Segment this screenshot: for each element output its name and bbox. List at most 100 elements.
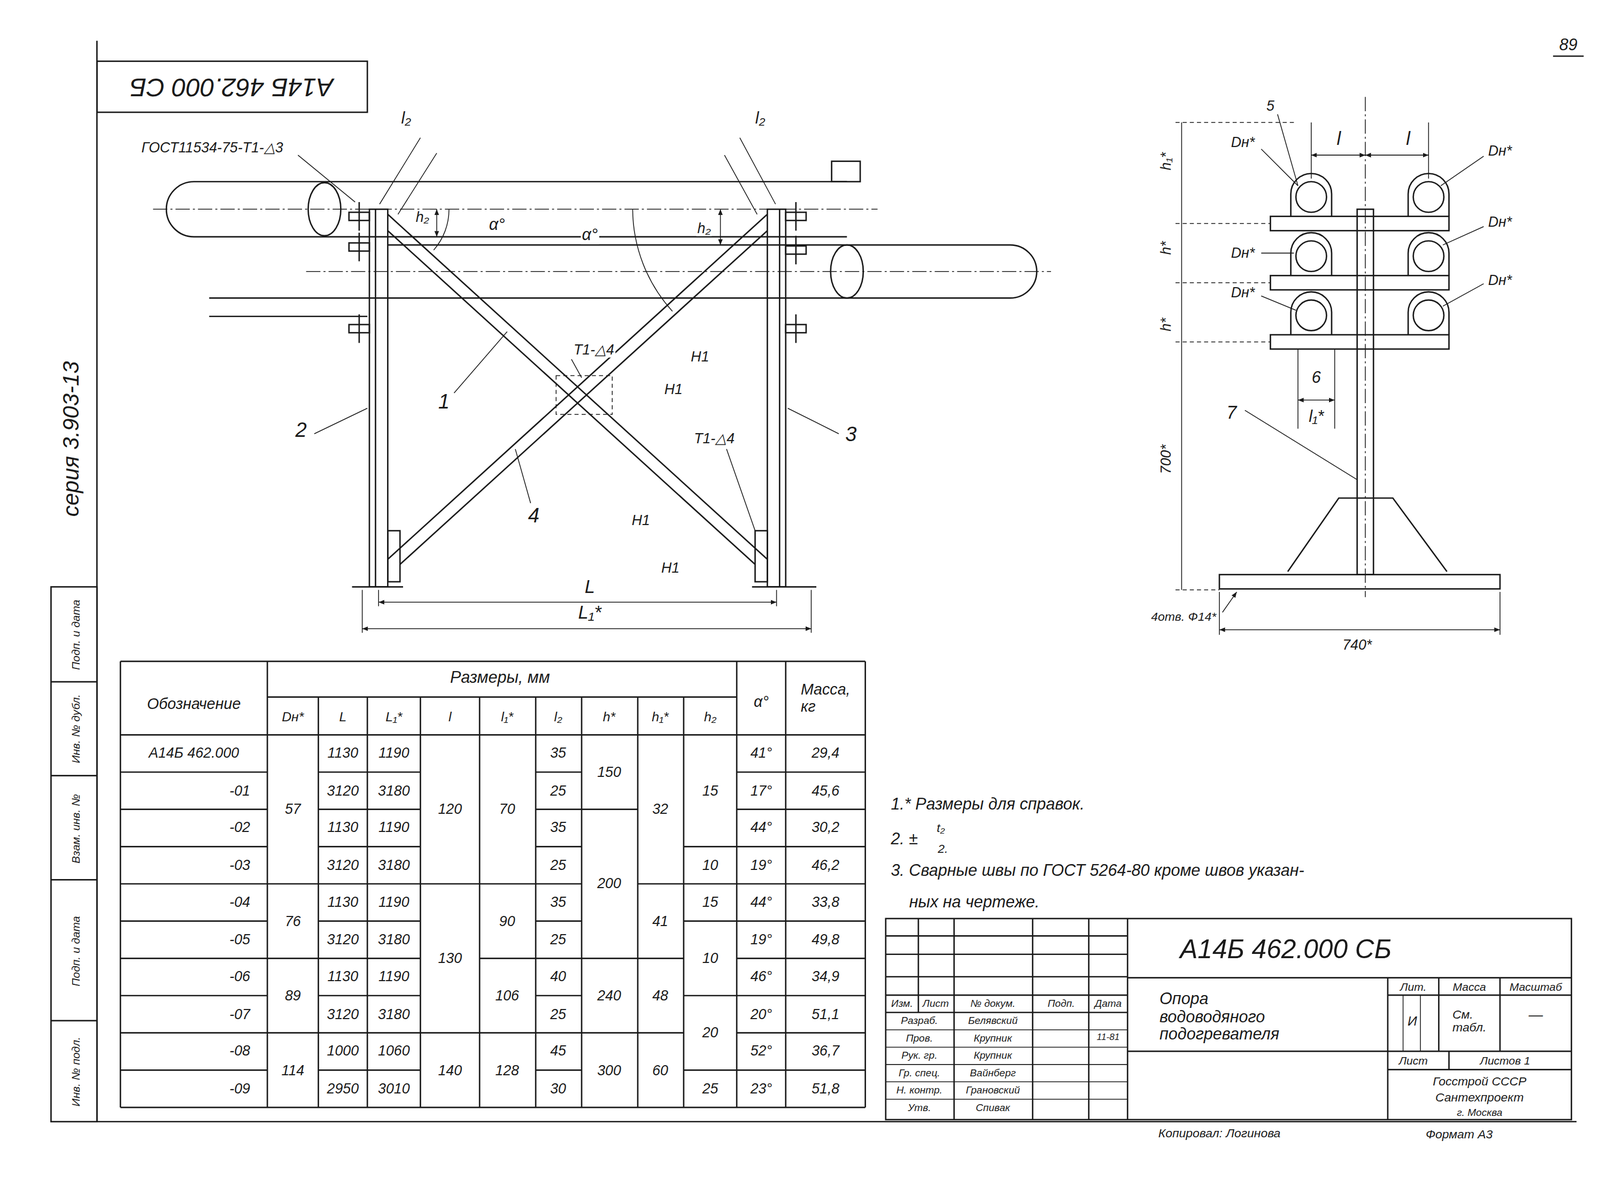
- callout-label: α°: [581, 225, 599, 244]
- table-cell: 20: [701, 1024, 720, 1041]
- pipe-clamp: [358, 202, 361, 231]
- callout-label: Н1: [630, 512, 652, 529]
- callout-label: L: [583, 577, 597, 599]
- table-cell: 33,8: [810, 894, 841, 910]
- table-cell: 15: [701, 782, 720, 799]
- table-rule: [535, 920, 582, 922]
- side-view: [1357, 209, 1374, 575]
- table-cell: 45,6: [810, 782, 841, 799]
- table-rule: [367, 1031, 421, 1034]
- table-rule: [120, 808, 268, 810]
- table-rule: [479, 957, 536, 960]
- margin-stamp-text: Подп. и дата: [69, 914, 82, 987]
- title-block: [885, 918, 1572, 1120]
- table-cell: 3180: [376, 1006, 411, 1022]
- table-cell: 120: [437, 801, 463, 817]
- title-block: [885, 918, 1572, 1120]
- table-cell: 51,8: [810, 1080, 841, 1097]
- callout-label: L₁*: [577, 603, 603, 624]
- support-post: [352, 585, 404, 588]
- pipe-clamp: [795, 235, 798, 265]
- title-block: [1387, 1050, 1572, 1053]
- title-block-text: Крупник: [972, 1049, 1014, 1061]
- callout-label: l₂: [754, 109, 767, 128]
- table-cell: 19°: [749, 856, 774, 873]
- callout-label: h₂: [414, 209, 431, 226]
- frame-text: серия 3.903-13: [59, 359, 84, 518]
- table-rule: [267, 883, 319, 885]
- note-text: 2. ±: [889, 829, 919, 848]
- title-block-text: Подп.: [1046, 997, 1077, 1009]
- table-rule: [535, 957, 582, 960]
- table-rule: [736, 771, 786, 774]
- table-rule: [637, 1031, 684, 1034]
- table-rule: [267, 696, 737, 698]
- title-block-text: Разраб.: [899, 1014, 939, 1026]
- table-rule: [267, 1031, 319, 1034]
- view-label: 6: [1310, 368, 1323, 387]
- table-cell: 36,7: [810, 1043, 841, 1060]
- title-block-text: А14Б 462.000 СБ: [1178, 934, 1393, 964]
- sheet-frame: [50, 1019, 97, 1022]
- table-cell: 20°: [749, 1006, 774, 1022]
- table-cell: 51,1: [810, 1006, 841, 1022]
- table-cell: -03: [228, 856, 251, 873]
- table-grid: [120, 661, 865, 1108]
- table-cell: 44°: [749, 894, 774, 910]
- table-rule: [785, 845, 866, 848]
- table-rule: [120, 1031, 268, 1034]
- table-cell: 52°: [749, 1043, 774, 1060]
- table-rule: [120, 920, 268, 922]
- table-cell: 25: [549, 1006, 568, 1022]
- table-rule: [420, 1031, 480, 1034]
- table-rule: [317, 697, 320, 1108]
- table-rule: [120, 1106, 865, 1109]
- title-block-text: Н. контр.: [895, 1084, 944, 1096]
- title-block: [1499, 977, 1502, 1051]
- table-cell: 30,2: [810, 820, 841, 836]
- margin-stamp-text: Инв. № дубл.: [69, 692, 82, 764]
- view-label: 740*: [1341, 637, 1373, 653]
- table-rule: [120, 957, 268, 960]
- title-block-text: Гр. спец.: [897, 1067, 941, 1079]
- table-rule: [420, 883, 480, 885]
- heater-pipes: [831, 161, 861, 182]
- table-cell: 3180: [376, 782, 411, 799]
- side-view: [1364, 96, 1366, 597]
- title-block: [1087, 918, 1090, 1120]
- table-rule: [785, 1031, 866, 1034]
- table-cell: -07: [228, 1006, 251, 1022]
- frame-text: 89: [1558, 35, 1579, 54]
- table-header: Размеры, мм: [449, 668, 552, 687]
- title-block-text: Госстрой СССР: [1431, 1075, 1528, 1089]
- table-rule: [535, 808, 582, 810]
- table-cell: 240: [596, 987, 622, 1003]
- table-rule: [535, 697, 537, 1108]
- table-rule: [683, 1069, 737, 1071]
- support-post: [387, 530, 400, 582]
- heater-pipes: [307, 182, 341, 236]
- table-rule: [366, 697, 369, 1108]
- table-rule: [785, 957, 866, 960]
- support-post: [778, 209, 781, 587]
- table-header: α°: [752, 693, 770, 711]
- table-cell: 128: [493, 1062, 520, 1078]
- side-view: [1408, 173, 1449, 216]
- table-header: Обозначение: [145, 695, 242, 713]
- table-rule: [785, 994, 866, 997]
- table-rule: [318, 957, 368, 960]
- title-block-text: Лит.: [1398, 980, 1428, 993]
- callout-label: ГОСТ11534-75-Т1-△3: [140, 140, 285, 156]
- leader-line: [571, 359, 582, 378]
- table-rule: [736, 920, 786, 922]
- side-view-dimension: [1175, 589, 1220, 591]
- heater-pipes: [306, 271, 1051, 273]
- table-header: Dн*: [280, 709, 305, 725]
- table-rule: [785, 920, 866, 922]
- table-rule: [419, 697, 422, 1108]
- table-rule: [683, 883, 737, 885]
- side-view-dimension: [1442, 226, 1484, 245]
- title-block-text: Копировал: Логинова: [1157, 1126, 1282, 1141]
- callout-label: Н1: [689, 349, 710, 365]
- table-cell: 3120: [326, 931, 360, 948]
